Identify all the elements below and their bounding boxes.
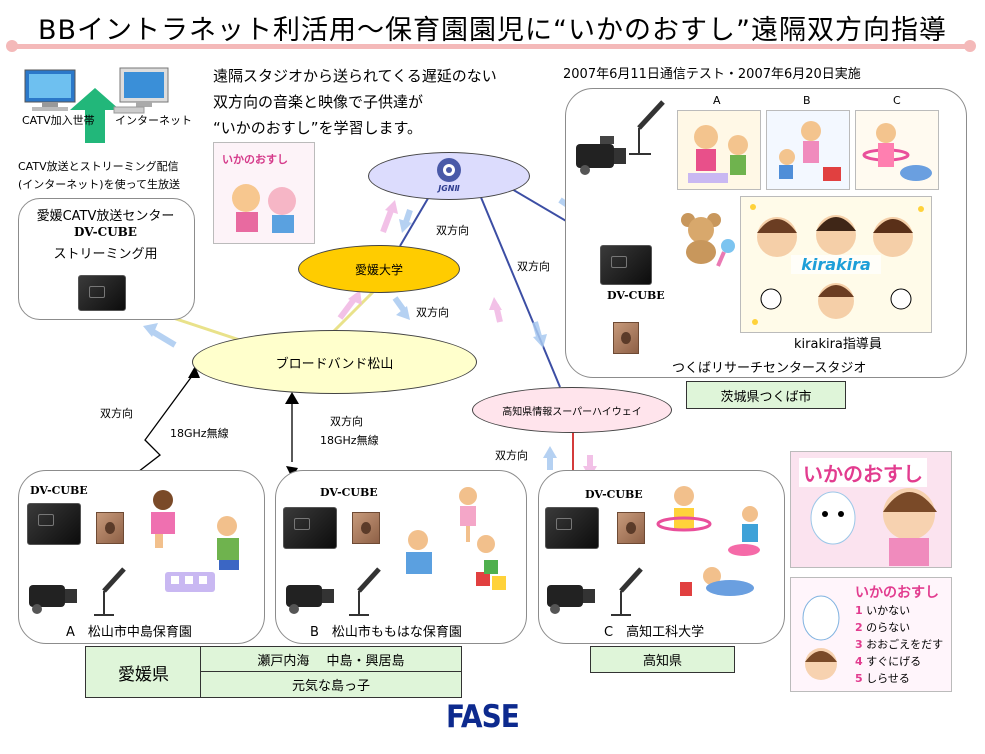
broadcast-note-1: CATV放送とストリーミング配信 [18,160,179,173]
site-c-dvcube-icon [545,507,599,549]
bidir-label-6: 双方向 [495,449,528,462]
region-ehime: 愛媛県 [85,646,202,698]
site-b-dvcube-label: DV-CUBE [320,486,378,499]
site-a-dvcube-icon [27,503,81,545]
studio-view-b [766,110,850,190]
dvcube-device-icon [78,275,126,311]
bidir-label-2: 双方向 [517,260,550,273]
broadcast-note-2: (インターネット)を使って生放送 [18,178,181,191]
kochi-highway-node: 高知県情報スーパーハイウェイ [472,387,672,433]
poster-small-cover: いかのおすし [213,142,315,244]
internet-label: インターネット [115,114,192,127]
catv-center-name: 愛媛CATV放送センター [36,209,175,224]
rule-item: 3 おおごえをだす [855,638,944,651]
page-title: BBイントラネット利活用～保育園園児に“いかのおすし”遠隔双方向指導 [37,15,948,46]
title-underline [6,40,976,52]
site-b-dvcube-icon [283,507,337,549]
region-setonaikai: 瀬戸内海 中島・興居島 [200,646,462,672]
catv-center-dvcube: DV-CUBE [74,225,137,239]
studio-video-camera-icon [576,136,626,175]
site-b-box [275,470,527,644]
studio-label-b: B [803,94,811,107]
link-jgn-kochi [479,194,561,388]
bidir-label-1: 双方向 [436,224,469,237]
site-a-name: A 松山市中島保育園 [66,625,192,640]
poster-small-title: いかのおすし [222,153,288,166]
rule-item: 2 のらない [855,621,911,634]
site-a-microphone-icon [94,567,126,616]
poster-rules-title: いかのおすし [855,585,939,601]
studio-dvcube-label: DV-CUBE [607,289,665,302]
jgn-label: JGNⅡ [438,184,460,193]
jgn-logo-icon [437,158,461,182]
intro-line-2: 双方向の音楽と映像で子供達が [213,93,424,111]
rule-item: 4 すぐにげる [855,655,922,668]
site-c-children-picture [656,486,760,596]
site-c-speaker-icon [617,512,645,544]
link-ehime-jgn [399,194,431,247]
studio-name: つくばリサーチセンタースタジオ [672,361,867,376]
studio-dvcube-device-icon [600,245,652,285]
intro-line-1: 遠隔スタジオから送られてくる遅延のない [213,67,497,85]
teddy-bear-icon [681,213,721,264]
site-b-camera-icon [286,585,334,614]
pc-monitor-icon [113,67,169,114]
kirakira-logo-text: kirakira [791,255,881,274]
poster-ikanoosushi-top: いかのおすし [790,451,952,568]
region-kochi: 高知県 [590,646,735,673]
fase-logo: FASE [446,698,520,735]
dates-text: 2007年6月11日通信テスト・2007年6月20日実施 [563,67,861,82]
studio-microphone-icon [629,100,665,155]
rattle-toy-icon [716,239,735,267]
studio-view-c [855,110,939,190]
site-c-name: C 高知工科大学 [604,625,705,640]
poster-ikanoosushi-rules: いかのおすし 1 いかない 2 のらない 3 おおごえをだす 4 すぐにげる 5… [790,577,952,692]
wireless-label-2: 18GHz無線 [320,434,379,447]
region-tsukuba: 茨城県つくば市 [686,381,846,409]
rule-item: 5 しらせる [855,672,910,685]
site-c-microphone-icon [611,567,643,616]
site-c-box [538,470,785,644]
catv-home-label: CATV加入世帯 [22,114,95,127]
studio-view-a [677,110,761,190]
studio-label-a: A [713,94,721,107]
broadband-matsuyama-node: ブロードバンド松山 [192,330,477,394]
ehime-univ-node: 愛媛大学 [298,245,460,293]
bidir-label-3: 双方向 [416,306,449,319]
site-b-name: B 松山市ももはな保育園 [310,625,462,640]
site-c-camera-icon [547,585,595,614]
intro-text: 遠隔スタジオから送られてくる遅延のない 双方向の音楽と映像で子供達が “いかのお… [213,63,497,141]
catv-tv-icon [24,69,76,111]
wireless-label-1: 18GHz無線 [170,427,229,440]
kirakira-instructors-picture: kirakira [740,196,932,333]
catv-center-purpose: ストリーミング用 [53,247,158,262]
site-a-dvcube-label: DV-CUBE [30,484,88,497]
site-a-speaker-icon [96,512,124,544]
upload-arrow [70,88,120,143]
site-c-dvcube-label: DV-CUBE [585,488,643,501]
instructor-label: kirakira指導員 [794,337,882,352]
poster-top-title: いかのおすし [799,458,927,487]
site-b-speaker-icon [352,512,380,544]
poster-rules-list: 1 いかない 2 のらない 3 おおごえをだす 4 すぐにげる 5 しらせる [855,602,943,687]
intro-line-3: “いかのおすし”を学習します。 [213,119,423,137]
jgn-network-node: JGNⅡ [368,152,530,200]
site-a-children-picture [151,490,239,592]
site-a-camera-icon [29,585,77,614]
bidir-label-4: 双方向 [100,407,133,420]
link-broadband-ehime [328,288,377,337]
rule-item: 1 いかない [855,604,911,617]
studio-speaker-icon [613,322,639,354]
region-genki-islanders: 元気な島っ子 [200,671,462,698]
site-b-microphone-icon [349,567,381,616]
studio-label-c: C [893,94,901,107]
bidir-label-5: 双方向 [330,415,363,428]
site-b-children-picture [406,487,506,590]
